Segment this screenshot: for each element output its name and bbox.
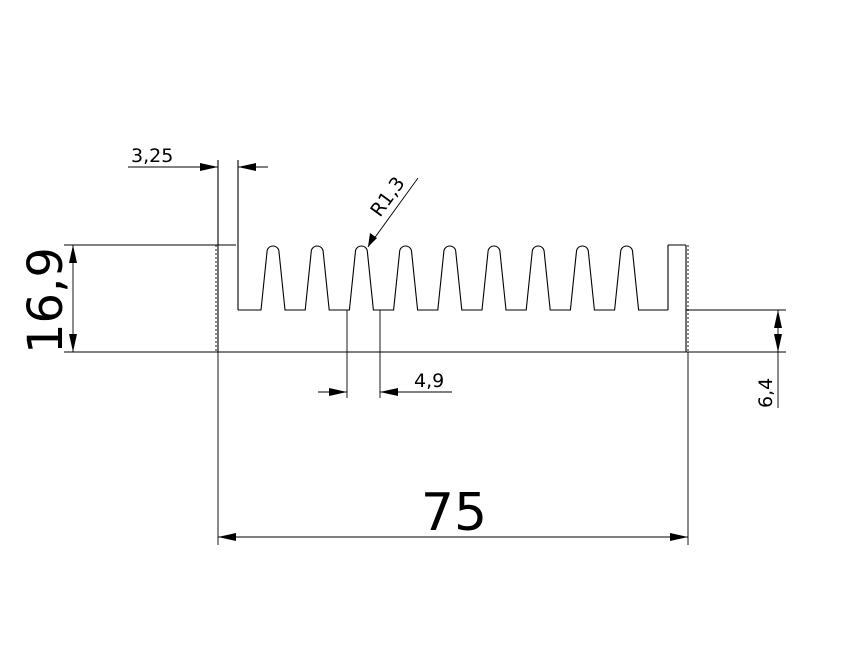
dim-fin-pitch: 4,9 [318, 310, 452, 398]
dim-total-width: 75 [217, 352, 689, 545]
arrowhead [774, 310, 782, 328]
height-label: 16,9 [18, 247, 74, 354]
arrowhead [774, 334, 782, 352]
width-label: 75 [421, 483, 487, 543]
arrowhead [329, 388, 347, 396]
arrowhead [218, 533, 236, 541]
base-thickness-label: 6,4 [755, 378, 777, 408]
fin-profile-path [238, 245, 668, 311]
wall-thickness-label: 3,25 [131, 145, 173, 167]
profile-outline [215, 160, 689, 353]
arrowhead [238, 163, 256, 171]
dim-total-height: 16,9 [18, 244, 236, 354]
arrowhead [368, 233, 377, 247]
fins [238, 245, 668, 311]
arrowhead [69, 334, 77, 352]
arrowhead [200, 163, 218, 171]
fin-pitch-label: 4,9 [414, 370, 444, 392]
arrowhead [69, 245, 77, 263]
dim-fin-radius: R1,3 [366, 173, 419, 248]
arrowhead [380, 388, 398, 396]
arrowhead [670, 533, 688, 541]
leader-line [367, 177, 419, 248]
dim-wall-thickness: 3,25 [128, 145, 268, 171]
dim-base-thickness: 6,4 [686, 309, 786, 408]
fin-radius-label: R1,3 [366, 173, 409, 221]
